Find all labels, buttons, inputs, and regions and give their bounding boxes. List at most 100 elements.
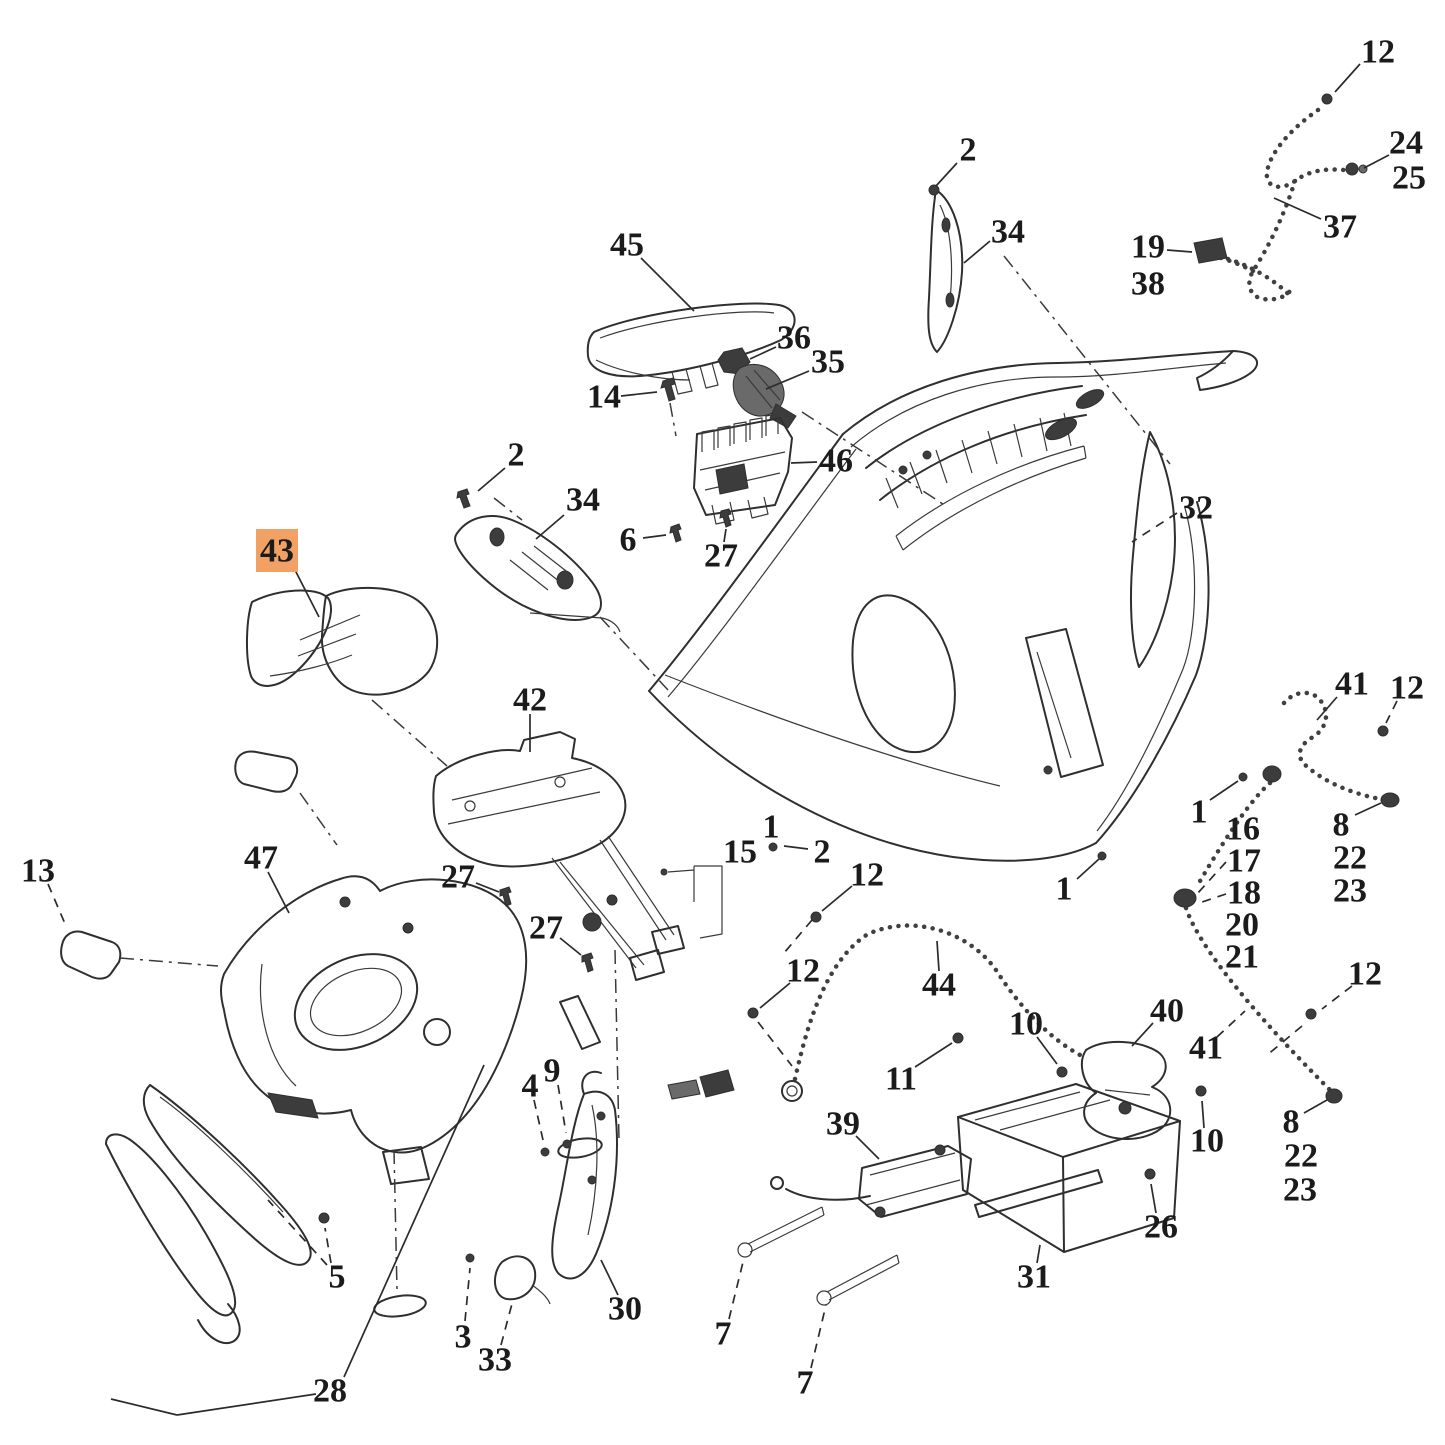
part-upper-bracket: [927, 184, 964, 353]
screw-12-b: [810, 911, 822, 923]
callout-leader: [1131, 512, 1178, 543]
part-number-callout: 44: [922, 967, 956, 1004]
callout-leader: [475, 882, 500, 893]
part-left-bracket: [454, 488, 621, 633]
callout-leader: [1321, 985, 1353, 1010]
callout-leader: [936, 940, 940, 972]
bolt-5: [318, 1212, 330, 1224]
callout-leader: [110, 1398, 178, 1416]
callout-leader: [294, 569, 320, 618]
bolt-27-a: [499, 886, 512, 907]
part-number-callout: 1: [763, 809, 780, 846]
part-number-callout: 47: [244, 840, 278, 877]
screw-12-d: [1305, 1008, 1317, 1020]
alignment-guide-line: [614, 949, 620, 1141]
part-number-callout: 4: [522, 1068, 539, 1105]
screw-1-right: [1097, 851, 1107, 861]
part-number-callout: 2: [814, 834, 831, 871]
alignment-guide-line: [371, 699, 448, 767]
part-number-callout: 31: [1017, 1259, 1051, 1296]
screw-10-a: [1056, 1066, 1068, 1078]
part-number-callout: 35: [811, 344, 845, 381]
part-number-callout: 11: [885, 1061, 917, 1098]
part-number-callout: 19: [1131, 229, 1165, 266]
part-trim-28: [105, 1084, 312, 1344]
part-number-callout: 43: [260, 533, 294, 570]
part-number-callout: 10: [1190, 1123, 1224, 1160]
callout-leader: [790, 461, 818, 464]
part-number-callout: 37: [1323, 209, 1357, 246]
cable-44: [667, 923, 1089, 1102]
callout-leader: [855, 1135, 880, 1160]
callout-leader: [1036, 1036, 1058, 1065]
callout-leader: [620, 391, 658, 397]
callout-leader: [1354, 802, 1382, 816]
part-number-callout: 12: [850, 857, 884, 894]
part-number-callout: 2: [960, 132, 977, 169]
part-number-callout: 16: [1226, 811, 1260, 848]
part-support-bracket: [432, 731, 685, 981]
part-number-callout: 27: [441, 859, 475, 896]
part-number-callout: 6: [620, 522, 637, 559]
part-number-callout: 41: [1335, 666, 1369, 703]
alignment-guide-line: [493, 497, 523, 521]
callout-leader: [1363, 154, 1390, 169]
part-number-callout: 5: [329, 1259, 346, 1296]
part-number-callout: 33: [478, 1342, 512, 1379]
callout-leader: [1209, 780, 1239, 801]
screw-1-panel: [1238, 772, 1248, 782]
part-number-callout: 23: [1333, 873, 1367, 910]
callout-leader: [1334, 63, 1361, 93]
part-number-callout: 13: [21, 853, 55, 890]
screw-9: [562, 1139, 572, 1149]
callout-leader: [533, 1099, 544, 1141]
callout-leader: [267, 871, 290, 914]
callout-leader: [1198, 893, 1227, 904]
part-number-callout: 27: [704, 538, 738, 575]
screw-3: [465, 1253, 475, 1263]
callout-leader: [914, 1042, 953, 1068]
part-number-callout: 25: [1392, 160, 1426, 197]
cable-antenna-16-21: [1173, 765, 1343, 1104]
callout-leader: [640, 257, 695, 312]
bolt-27-upper: [719, 508, 732, 528]
screw-12-e: [1377, 725, 1389, 737]
part-number-callout: 24: [1389, 125, 1423, 162]
callout-leader: [1166, 249, 1193, 253]
callout-leader: [1131, 1022, 1154, 1047]
callout-leader: [1076, 858, 1100, 880]
callout-leader: [1150, 1183, 1157, 1214]
connector-19-38: [1193, 237, 1228, 264]
bolt-27-b: [581, 952, 594, 973]
part-number-callout: 22: [1333, 840, 1367, 877]
part-thin-bracket-15: [660, 865, 723, 939]
connector-8-upper: [1380, 792, 1400, 808]
screw-10-b: [1195, 1085, 1207, 1097]
callout-leader: [343, 1064, 485, 1378]
part-number-callout: 34: [566, 482, 600, 519]
part-number-callout: 27: [529, 910, 563, 947]
callout-leader: [176, 1393, 317, 1416]
callout-leader: [557, 1084, 567, 1134]
callout-leader: [765, 370, 810, 390]
callout-leader: [963, 240, 991, 264]
part-number-callout: 12: [1390, 670, 1424, 707]
grommet-11: [952, 1032, 964, 1044]
callout-leader: [600, 1259, 619, 1296]
bolt-14: [660, 377, 676, 402]
part-number-callout: 20: [1225, 907, 1259, 944]
part-number-callout: 1: [1056, 871, 1073, 908]
screw-1-tick: [768, 842, 778, 852]
part-number-callout: 8: [1333, 807, 1350, 844]
callout-leader: [559, 937, 582, 956]
part-drain-hose: [1193, 93, 1368, 302]
callout-leader: [783, 919, 813, 954]
part-number-callout: 22: [1284, 1138, 1318, 1175]
part-pad-tag: [234, 750, 299, 793]
part-number-callout: 14: [587, 379, 621, 416]
callout-leader: [821, 885, 853, 912]
fitting-24-25: [1345, 162, 1359, 176]
callout-leader-lines: [47, 63, 1398, 1416]
